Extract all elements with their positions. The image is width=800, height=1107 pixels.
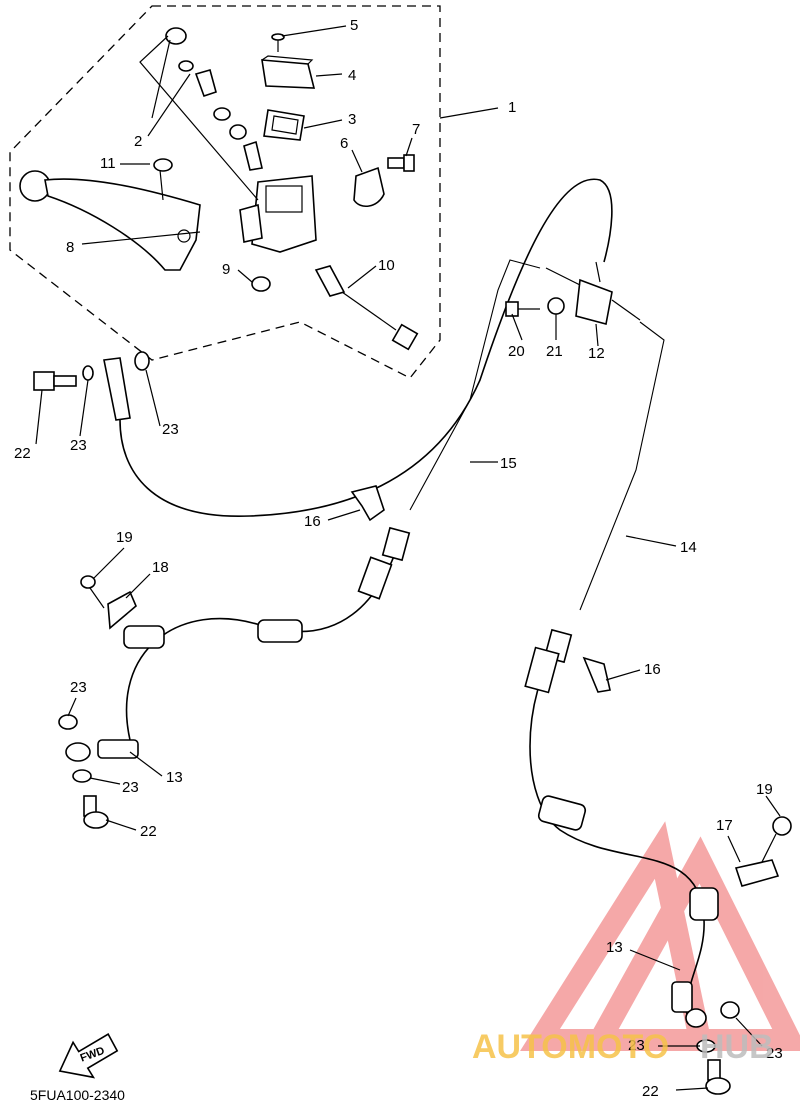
watermark-text: AUTOMOTO HUB [472, 1028, 774, 1066]
callout-2: 2 [134, 133, 142, 150]
callout-15: 15 [500, 455, 517, 472]
hose-bracket-left [80, 575, 137, 630]
callout-4: 4 [348, 67, 356, 84]
left-hose-fittings [97, 526, 411, 759]
callout-23-d: 23 [122, 779, 139, 796]
callout-10: 10 [378, 257, 395, 274]
callout-22-upper: 22 [14, 445, 31, 462]
right-lower-banjo [685, 1001, 740, 1095]
callout-21: 21 [546, 343, 563, 360]
right-hose-fittings [524, 628, 719, 1013]
callout-7: 7 [412, 121, 420, 138]
lever-clamp [353, 166, 385, 207]
callout-22-right: 22 [642, 1083, 659, 1100]
callout-16-right: 16 [644, 661, 661, 678]
brake-hose-joint [545, 261, 641, 325]
callout-12: 12 [588, 345, 605, 362]
callout-5: 5 [350, 17, 358, 34]
callout-13-right: 13 [606, 939, 623, 956]
clamp-bolt [387, 154, 415, 172]
callout-23-e: 23 [628, 1037, 645, 1054]
callout-23-f: 23 [766, 1045, 783, 1062]
joint-bolt [505, 301, 540, 317]
diaphragm [263, 109, 305, 141]
forward-direction-arrow: FWD [58, 1033, 119, 1079]
callout-1: 1 [508, 99, 516, 116]
hose-clip-right [582, 656, 611, 693]
brake-lever [19, 170, 201, 271]
callout-9: 9 [222, 261, 230, 278]
watermark-brand-right: HUB [700, 1028, 774, 1066]
pivot-bolt [153, 158, 173, 201]
callout-8: 8 [66, 239, 74, 256]
callout-13-left: 13 [166, 769, 183, 786]
callout-19-left: 19 [116, 529, 133, 546]
piston-kit [139, 27, 263, 201]
callout-14: 14 [680, 539, 697, 556]
master-cylinder [239, 175, 317, 253]
callout-19-right: 19 [756, 781, 773, 798]
reservoir-cap [261, 55, 316, 89]
left-lower-banjo [58, 714, 109, 829]
callout-18: 18 [152, 559, 169, 576]
callout-23-c: 23 [70, 679, 87, 696]
watermark-brand-left: AUTOMOTO [472, 1028, 669, 1066]
callout-11: 11 [100, 155, 116, 172]
brake-pipe-right [579, 321, 665, 611]
callout-labels: 1 2 3 4 5 6 7 8 9 10 11 12 13 13 13 14 1… [14, 17, 783, 1100]
brake-switch [314, 265, 419, 351]
callout-23-a: 23 [70, 437, 87, 454]
diagram-code: 5FUA100-2340 [30, 1087, 125, 1103]
assembly-boundary [9, 5, 441, 379]
leader-lines [35, 25, 781, 1091]
callout-17: 17 [716, 817, 733, 834]
callout-23-b: 23 [162, 421, 179, 438]
hose-clip-left [350, 485, 385, 522]
callout-3: 3 [348, 111, 356, 128]
brake-pipe-left [409, 259, 541, 511]
callout-20: 20 [508, 343, 525, 360]
callout-6: 6 [340, 135, 348, 152]
brake-hose-right [529, 639, 705, 1021]
pivot-nut [251, 276, 271, 292]
callout-22-left: 22 [140, 823, 157, 840]
upper-banjo-bolt [33, 351, 150, 421]
watermark-logo [520, 821, 800, 1051]
joint-washer [547, 297, 565, 315]
hose-bracket-right [734, 816, 792, 887]
callout-16-left: 16 [304, 513, 321, 530]
cap-screw [271, 33, 285, 52]
